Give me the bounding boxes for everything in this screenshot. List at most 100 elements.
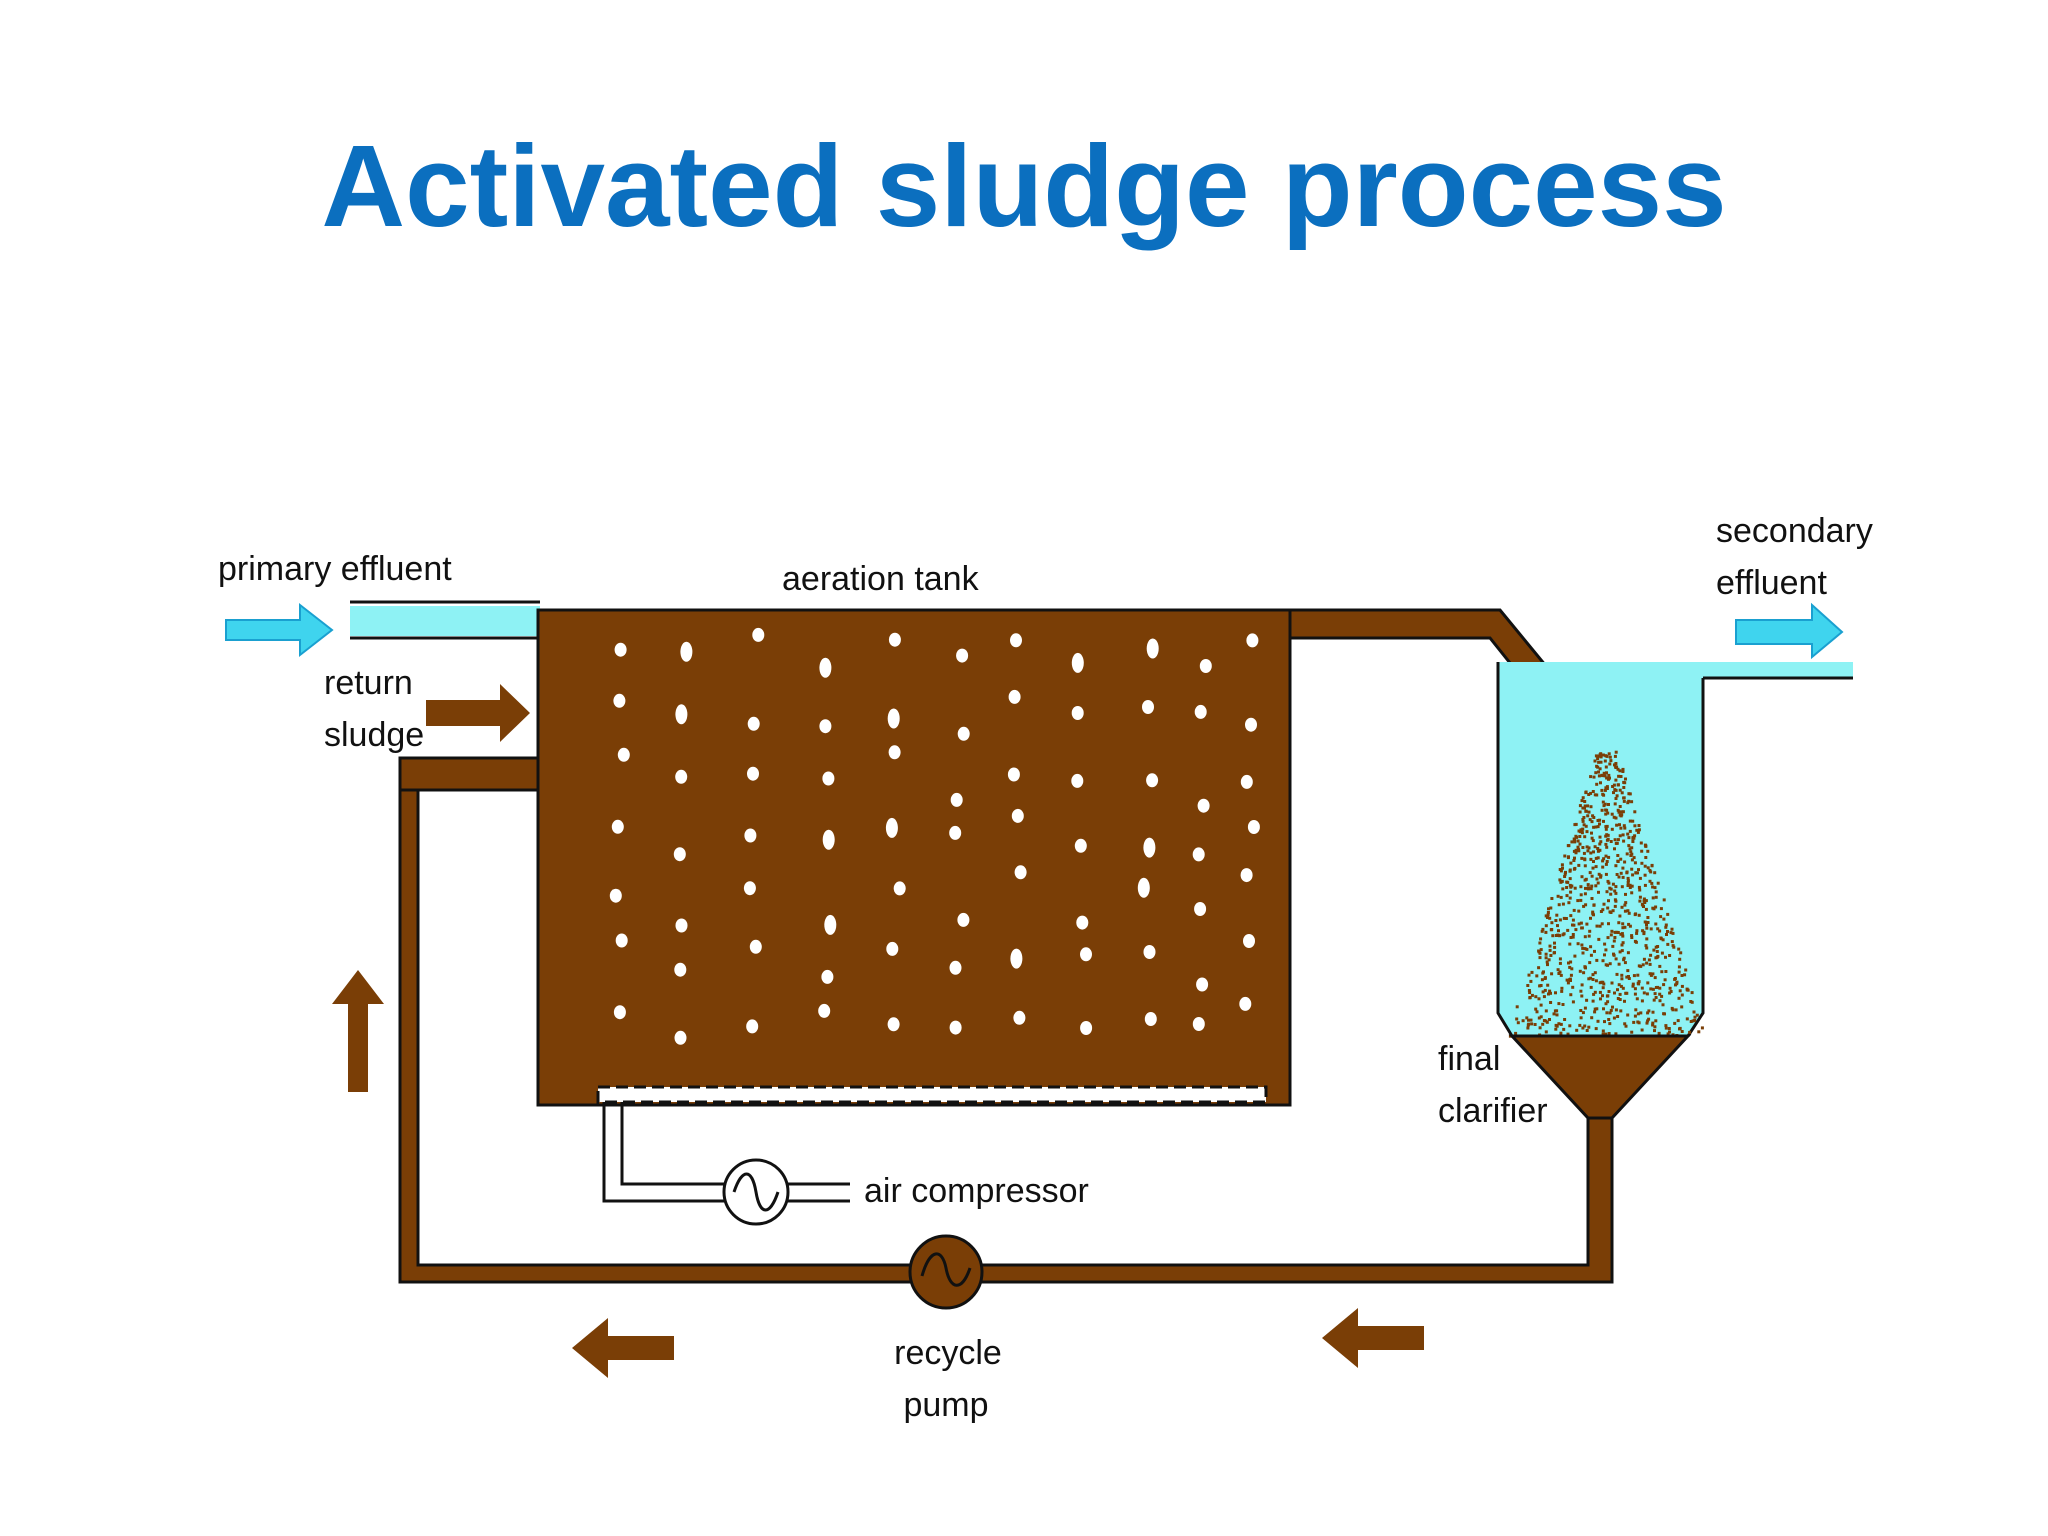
floc-particle: [1578, 1023, 1582, 1027]
floc-particle: [1626, 1013, 1630, 1017]
air-bubble: [617, 747, 630, 762]
floc-particle: [1644, 899, 1648, 903]
floc-particle: [1603, 759, 1607, 763]
floc-particle: [1635, 929, 1639, 933]
floc-particle: [1548, 944, 1552, 948]
floc-particle: [1651, 972, 1655, 976]
air-bubble: [819, 719, 832, 734]
floc-particle: [1621, 875, 1625, 879]
floc-particle: [1608, 762, 1612, 766]
floc-particle: [1581, 951, 1585, 955]
floc-particle: [1652, 948, 1656, 952]
floc-particle: [1626, 909, 1630, 913]
floc-particle: [1548, 948, 1552, 952]
air-bubble: [888, 745, 901, 760]
floc-particle: [1559, 973, 1563, 977]
floc-particle: [1556, 933, 1560, 937]
outlet-channel-water: [1703, 662, 1853, 678]
floc-particle: [1622, 956, 1626, 960]
floc-particle: [1637, 824, 1641, 827]
return-sludge-right-arrow-icon: [426, 684, 530, 742]
floc-particle: [1647, 1009, 1651, 1013]
floc-particle: [1549, 1001, 1553, 1004]
floc-particle: [1582, 823, 1586, 827]
floc-particle: [1639, 964, 1643, 968]
floc-particle: [1568, 942, 1572, 946]
floc-particle: [1548, 916, 1552, 920]
floc-particle: [1602, 982, 1606, 986]
floc-particle: [1654, 922, 1658, 926]
floc-particle: [1637, 828, 1641, 832]
floc-particle: [1620, 977, 1624, 981]
air-bubble: [1192, 847, 1205, 862]
floc-particle: [1668, 986, 1672, 990]
floc-particle: [1586, 814, 1590, 818]
floc-particle: [1639, 841, 1643, 845]
floc-particle: [1559, 1031, 1563, 1035]
floc-particle: [1595, 1007, 1599, 1011]
floc-particle: [1540, 978, 1544, 982]
floc-particle: [1619, 826, 1623, 830]
floc-particle: [1595, 924, 1599, 928]
pipe-left-arrow-icon-2: [1322, 1308, 1424, 1368]
floc-particle: [1515, 1005, 1519, 1009]
floc-particle: [1595, 877, 1599, 881]
floc-particle: [1601, 859, 1605, 863]
floc-particle: [1623, 999, 1626, 1003]
floc-particle: [1601, 986, 1605, 990]
floc-particle: [1659, 936, 1663, 940]
floc-particle: [1557, 1002, 1561, 1006]
floc-particle: [1553, 951, 1556, 955]
floc-particle: [1666, 930, 1669, 933]
floc-particle: [1630, 934, 1634, 938]
floc-particle: [1604, 862, 1608, 866]
floc-particle: [1645, 992, 1649, 996]
air-bubble: [1146, 638, 1159, 659]
clarifier-walls: [1496, 662, 1705, 1037]
floc-particle: [1590, 1016, 1594, 1020]
floc-particle: [1616, 988, 1619, 992]
floc-particle: [1605, 838, 1609, 842]
floc-particle: [1585, 998, 1589, 1002]
floc-particle: [1601, 1029, 1605, 1033]
air-bubble: [747, 766, 759, 781]
air-bubble: [1143, 837, 1156, 858]
floc-particle: [1596, 881, 1600, 885]
floc-particle: [1590, 897, 1594, 900]
floc-particle: [1654, 986, 1658, 989]
floc-particle: [1626, 884, 1630, 887]
floc-particle: [1643, 883, 1647, 887]
floc-particle: [1670, 927, 1674, 931]
floc-particle: [1652, 907, 1656, 911]
inflow-right-arrow-icon: [225, 602, 334, 658]
floc-particle: [1647, 958, 1651, 962]
floc-particle: [1602, 819, 1605, 823]
floc-particle: [1632, 974, 1636, 978]
floc-particle: [1586, 849, 1590, 853]
floc-particle: [1529, 1018, 1533, 1022]
floc-particle: [1654, 905, 1658, 909]
pump-symbol-icon: [908, 1234, 984, 1310]
floc-particle: [1579, 893, 1583, 897]
floc-particle: [1632, 836, 1636, 840]
floc-particle: [1598, 924, 1602, 928]
floc-particle: [1628, 924, 1632, 928]
floc-particle: [1544, 930, 1548, 934]
floc-particle: [1572, 849, 1576, 853]
floc-particle: [1542, 995, 1546, 999]
floc-particle: [1605, 785, 1609, 789]
floc-particle: [1621, 866, 1625, 870]
floc-particle: [1664, 1024, 1668, 1028]
floc-particle: [1654, 1019, 1658, 1023]
floc-particle: [1600, 808, 1604, 812]
floc-particle: [1623, 1022, 1627, 1026]
floc-particle: [1678, 989, 1682, 993]
floc-particle: [1602, 857, 1606, 861]
floc-particle: [1630, 1030, 1634, 1034]
floc-particle: [1613, 847, 1616, 851]
floc-particle: [1621, 986, 1625, 990]
floc-particle: [1651, 1010, 1655, 1014]
floc-particle: [1626, 881, 1630, 884]
floc-particle: [1637, 885, 1641, 889]
floc-particle: [1631, 873, 1635, 877]
